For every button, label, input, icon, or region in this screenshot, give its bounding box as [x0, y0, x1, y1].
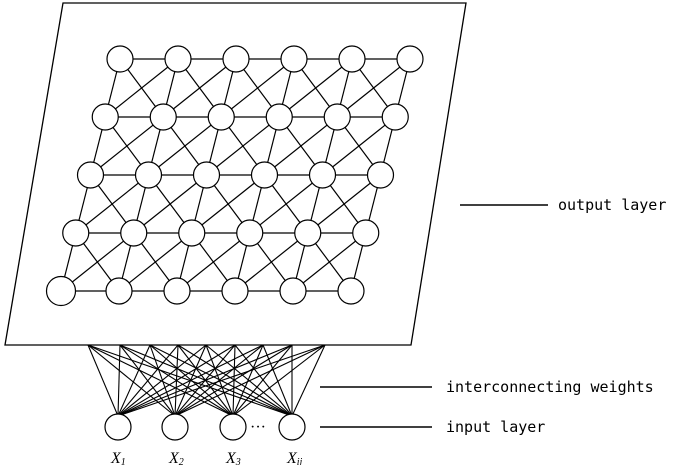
output-neuron: [105, 277, 133, 305]
lattice-edge-diagonal: [307, 174, 381, 234]
lattice-edge-diagonal: [292, 232, 367, 292]
output-layer-plane: [4, 2, 467, 346]
lattice-edge-diagonal: [264, 116, 338, 176]
lattice-edge-diagonal: [90, 116, 164, 176]
weight-line: [291, 344, 326, 417]
input-label-x1: X1: [110, 450, 126, 465]
output-neuron: [323, 103, 351, 131]
weights-label: interconnecting weights: [446, 378, 654, 396]
output-neuron: [164, 45, 192, 73]
input-layer-label: input layer: [446, 418, 545, 436]
lattice-edge-diagonal: [75, 174, 149, 234]
output-neurons: [45, 45, 424, 307]
output-neuron: [236, 219, 264, 247]
lattice-edge-diagonal: [60, 232, 135, 292]
weight-line: [177, 344, 293, 417]
output-neuron: [149, 103, 177, 131]
output-neuron: [163, 277, 191, 305]
output-neuron: [308, 161, 337, 189]
output-neuron: [76, 161, 105, 189]
weight-line: [262, 344, 293, 417]
output-neuron: [192, 161, 221, 189]
output-neuron: [120, 219, 148, 247]
output-layer-label: output layer: [558, 196, 666, 214]
lattice-edge-diagonal: [336, 58, 411, 118]
weight-line: [119, 344, 234, 417]
weight-line: [87, 344, 293, 417]
lattice-edge-diagonal: [220, 58, 295, 118]
input-neuron-4: [278, 413, 306, 441]
interconnecting-weights: [87, 344, 326, 417]
weight-line: [87, 344, 234, 417]
output-neuron: [352, 219, 380, 247]
lattice-edge-diagonal: [162, 58, 237, 118]
output-neuron: [222, 45, 250, 73]
lattice-edge-diagonal: [133, 174, 207, 234]
lattice-edge-diagonal: [234, 232, 309, 292]
input-neuron-1: [104, 413, 132, 441]
output-neuron: [45, 275, 77, 307]
lattice-edge-diagonal: [278, 58, 353, 118]
weight-line: [205, 344, 234, 417]
output-neuron: [396, 45, 424, 73]
lattice-edge-diagonal: [104, 58, 179, 118]
output-neuron: [106, 45, 134, 73]
output-neuron: [62, 219, 90, 247]
lattice-edge-diagonal: [176, 232, 251, 292]
output-neuron: [280, 45, 308, 73]
weight-line: [117, 344, 121, 417]
weight-line: [232, 344, 326, 417]
lattice-edge-diagonal: [118, 232, 193, 292]
weight-line: [87, 344, 119, 417]
weight-line: [119, 344, 293, 417]
weight-line: [174, 344, 326, 417]
input-neuron-3: [219, 413, 247, 441]
lattice-edge-diagonal: [322, 116, 396, 176]
weight-line: [232, 344, 264, 417]
weight-line: [232, 344, 293, 417]
input-ellipsis: ···: [250, 419, 266, 436]
output-neuron: [250, 161, 279, 189]
weight-line: [119, 344, 176, 417]
output-neuron: [338, 45, 366, 73]
weight-line: [149, 344, 293, 417]
output-neuron: [381, 103, 409, 131]
weight-line: [87, 344, 176, 417]
input-neuron-2: [161, 413, 189, 441]
output-neuron: [294, 219, 322, 247]
output-neuron: [366, 161, 395, 189]
output-neuron: [279, 277, 307, 305]
output-neuron: [207, 103, 235, 131]
input-label-x2: X2: [168, 450, 184, 465]
output-neuron: [265, 103, 293, 131]
weight-line: [234, 344, 293, 417]
lattice-edge-diagonal: [191, 174, 265, 234]
lattice-edge-diagonal: [206, 116, 280, 176]
input-label-x3: X3: [225, 450, 241, 465]
output-neuron: [221, 277, 249, 305]
lattice-edge-diagonal: [249, 174, 323, 234]
input-label-xij: Xij: [286, 450, 303, 465]
lattice-edge-diagonal: [148, 116, 222, 176]
output-neuron: [134, 161, 163, 189]
input-neurons: [104, 413, 306, 441]
weight-line: [149, 344, 176, 417]
output-neuron: [91, 103, 119, 131]
weight-line: [205, 344, 293, 417]
output-neuron: [178, 219, 206, 247]
output-neuron: [337, 277, 365, 305]
weight-line: [117, 344, 151, 417]
